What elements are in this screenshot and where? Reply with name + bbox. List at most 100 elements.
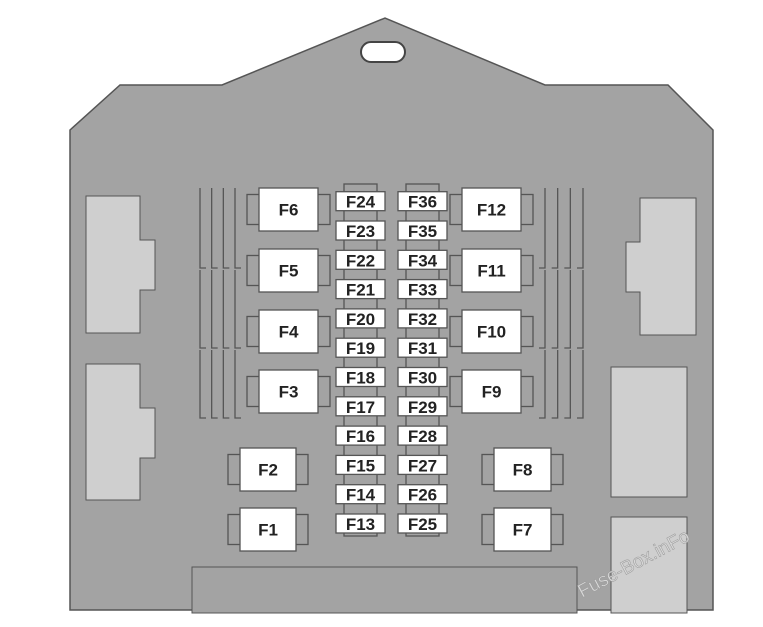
fuse-body <box>335 278 386 300</box>
fuses: F1F2F3F4F5F6F7F8F9F10F11F12F13F14F15F16F… <box>227 187 564 552</box>
fuse-label: F30 <box>408 369 437 388</box>
fuse-f4[interactable]: F4 <box>246 309 331 354</box>
fuse-f10[interactable]: F10 <box>449 309 534 354</box>
fuse-f23[interactable]: F23 <box>335 220 386 241</box>
terminal-line <box>199 350 206 419</box>
fuse-f7[interactable]: F7 <box>481 507 564 552</box>
fuse-body <box>397 484 448 505</box>
fuse-label: F24 <box>346 193 376 212</box>
terminal-line <box>211 350 218 419</box>
fuse-body <box>461 369 522 414</box>
fuse-label: F35 <box>408 222 437 241</box>
fuse-label: F2 <box>258 461 278 480</box>
terminal-line <box>564 188 571 269</box>
terminal-line <box>577 270 584 349</box>
fuse-label: F20 <box>346 310 375 329</box>
small-fuse-strips <box>343 183 440 537</box>
terminal-lines <box>199 188 584 419</box>
terminal-line <box>234 188 241 269</box>
fuse-f2[interactable]: F2 <box>227 447 309 492</box>
fuse-body <box>335 191 386 212</box>
fuse-f11[interactable]: F11 <box>449 248 534 293</box>
fuse-body <box>335 484 386 505</box>
fuse-body <box>397 278 448 300</box>
fuse-f15[interactable]: F15 <box>335 454 386 475</box>
fuse-f27[interactable]: F27 <box>397 454 448 475</box>
fuse-label: F14 <box>346 486 376 505</box>
terminal-line <box>222 350 230 419</box>
fuse-f17[interactable]: F17 <box>335 396 386 417</box>
fuse-f18[interactable]: F18 <box>335 366 386 388</box>
terminal-line <box>234 350 241 419</box>
fuse-f35[interactable]: F35 <box>397 220 448 241</box>
fuse-f13[interactable]: F13 <box>335 513 386 534</box>
fuse-f24[interactable]: F24 <box>335 191 386 212</box>
fuse-body <box>335 220 386 241</box>
terminal-line <box>222 188 230 269</box>
fuse-body <box>239 507 297 552</box>
fuse-label: F7 <box>513 521 533 540</box>
fuse-f21[interactable]: F21 <box>335 278 386 300</box>
fuse-label: F23 <box>346 222 375 241</box>
terminal-line <box>551 350 559 419</box>
fuse-body <box>335 249 386 270</box>
fuse-label: F22 <box>346 251 375 270</box>
fuse-label: F25 <box>408 515 437 534</box>
terminal-line <box>199 188 206 269</box>
fuse-f14[interactable]: F14 <box>335 484 386 505</box>
fuse-body <box>397 249 448 270</box>
fuse-f22[interactable]: F22 <box>335 249 386 270</box>
fuse-label: F16 <box>346 427 375 446</box>
fuse-f3[interactable]: F3 <box>246 369 331 414</box>
bottom-connector <box>191 566 578 614</box>
fuse-f19[interactable]: F19 <box>335 337 386 358</box>
fuse-f33[interactable]: F33 <box>397 278 448 300</box>
fuse-f36[interactable]: F36 <box>397 191 448 212</box>
fuse-body <box>461 309 522 354</box>
fuse-f20[interactable]: F20 <box>335 308 386 329</box>
fuse-strip <box>343 183 378 537</box>
fuse-label: F34 <box>408 251 438 270</box>
fuse-f30[interactable]: F30 <box>397 366 448 388</box>
fuse-label: F8 <box>513 461 533 480</box>
terminal-line <box>551 188 559 269</box>
fuse-f1[interactable]: F1 <box>227 507 309 552</box>
terminal-line <box>222 270 230 349</box>
fuse-f16[interactable]: F16 <box>335 425 386 446</box>
terminal-line <box>564 270 571 349</box>
terminal-line <box>211 188 218 269</box>
fuse-f25[interactable]: F25 <box>397 513 448 534</box>
fuse-label: F13 <box>346 515 375 534</box>
fuse-label: F5 <box>279 262 299 281</box>
fuse-label: F15 <box>346 456 375 475</box>
fuse-body <box>397 191 448 212</box>
terminal-line <box>539 350 546 419</box>
fuse-f29[interactable]: F29 <box>397 396 448 417</box>
fuse-f9[interactable]: F9 <box>449 369 534 414</box>
fuse-f26[interactable]: F26 <box>397 484 448 505</box>
fuse-label: F33 <box>408 281 437 300</box>
fuse-label: F10 <box>477 323 506 342</box>
fuse-body <box>335 425 386 446</box>
fuse-f34[interactable]: F34 <box>397 249 448 270</box>
fuse-f6[interactable]: F6 <box>246 187 331 232</box>
fuse-body <box>335 396 386 417</box>
fuse-strip <box>405 183 440 537</box>
fuse-f32[interactable]: F32 <box>397 308 448 329</box>
fuse-f8[interactable]: F8 <box>481 447 564 492</box>
fuse-label: F27 <box>408 456 437 475</box>
fuse-f28[interactable]: F28 <box>397 425 448 446</box>
fuse-body <box>397 366 448 388</box>
fuse-f5[interactable]: F5 <box>246 248 331 293</box>
right-relay-block <box>610 366 688 498</box>
fuse-label: F21 <box>346 281 375 300</box>
fuse-f31[interactable]: F31 <box>397 337 448 358</box>
fuse-body <box>258 369 319 414</box>
fuse-label: F4 <box>279 323 299 342</box>
fuse-label: F3 <box>279 383 299 402</box>
terminal-line <box>551 270 559 349</box>
terminal-line <box>211 270 218 349</box>
fuse-label: F9 <box>482 383 502 402</box>
fuse-f12[interactable]: F12 <box>449 187 534 232</box>
